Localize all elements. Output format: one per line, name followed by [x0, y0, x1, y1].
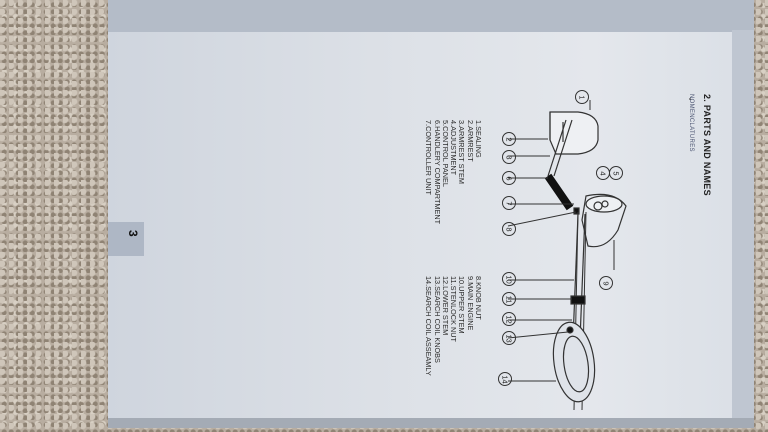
callout-13: 13 — [502, 331, 516, 345]
callout-7: 7 — [502, 196, 516, 210]
part-14: 14.SEARCH COIL ASSEAMLY — [424, 276, 434, 376]
callout-3: 3 — [502, 150, 516, 164]
part-10: 10.UPPER STEM — [457, 276, 467, 334]
callout-2: 2 — [502, 132, 516, 146]
manual-page: 2. PARTS AND NAMES NOMENCLATURES 3 1.SEA… — [108, 0, 754, 428]
page-body — [108, 32, 754, 422]
callout-5: 5 — [609, 166, 623, 180]
callout-12: 12 — [502, 312, 516, 326]
callout-6: 6 — [502, 171, 516, 185]
page-bottom-edge — [108, 418, 754, 428]
parts-list-right: 8.KNOB NUT 9.MAIN ENGINE 10.UPPER STEM 1… — [424, 276, 483, 376]
callout-10: 10 — [502, 272, 516, 286]
callout-1: 1 — [575, 90, 589, 104]
page-top-edge — [108, 0, 754, 34]
callout-9: 9 — [599, 276, 613, 290]
page-right-edge — [732, 30, 754, 428]
part-2: 2.ARMREST — [465, 120, 475, 162]
part-6: 6.HANDLERY COMPARTMENT — [432, 120, 442, 225]
part-3: 3.ARMREST STEM — [457, 120, 467, 184]
callout-14: 14 — [498, 372, 512, 386]
part-7: 7.CONTROLLER UNIT — [424, 120, 434, 196]
page-number-tab — [108, 222, 144, 256]
page-number: 3 — [126, 230, 140, 237]
callout-11: 11 — [502, 292, 516, 306]
part-12: 12.LOWER STEM — [440, 276, 450, 336]
part-9: 9.MAIN ENGINE — [465, 276, 475, 331]
parts-list-left: 1.SEALING 2.ARMREST 3.ARMREST STEM 4.ADJ… — [424, 120, 483, 225]
part-4: 4.ADJUSTMENT — [449, 120, 459, 176]
callout-8: 8 — [502, 222, 516, 236]
part-5: 5.CONTROL PANEL — [440, 120, 450, 187]
part-11: 11.STENLOCK NUT — [449, 276, 459, 342]
metal-detector-diagram — [507, 98, 691, 410]
callout-4: 4 — [596, 166, 610, 180]
part-13: 13.SEARCH COIL KNOBS — [432, 276, 442, 363]
